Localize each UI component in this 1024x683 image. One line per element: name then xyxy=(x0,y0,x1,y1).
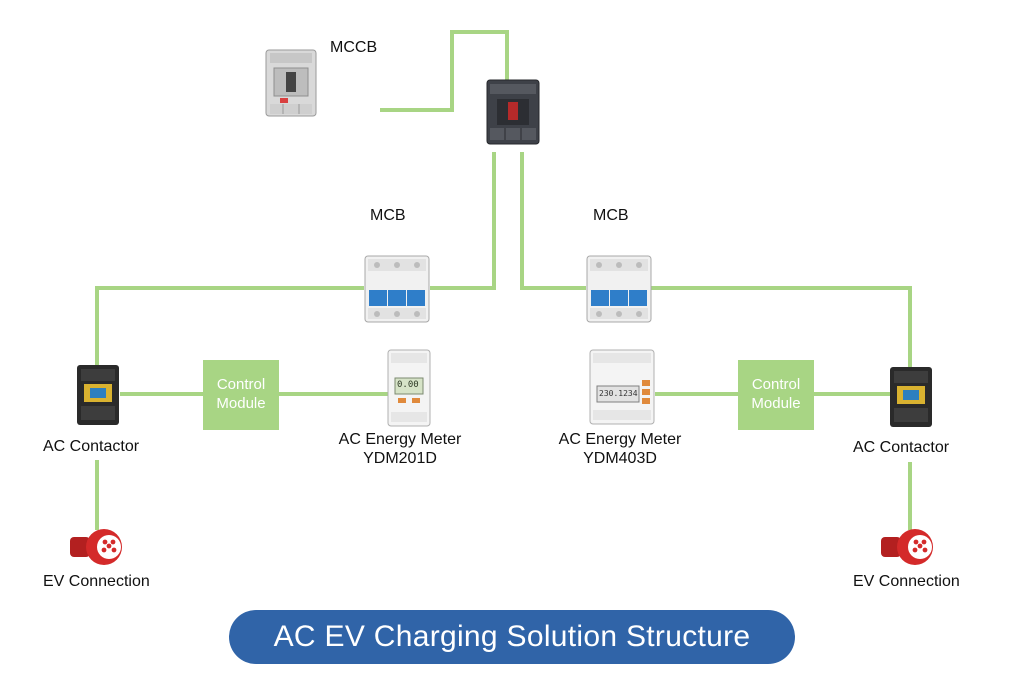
meter-right-display: 230.1234 xyxy=(599,389,638,398)
meter-left-label-line1: AC Energy Meter xyxy=(338,431,462,448)
mcb-right-device xyxy=(586,255,652,323)
ev-right-label: EV Connection xyxy=(853,573,960,590)
control-module-right-line1: Control xyxy=(751,376,801,394)
mcb-left-label: MCB xyxy=(370,207,406,224)
meter-right-model: YDM403D xyxy=(583,450,657,468)
control-module-right-line2: Module xyxy=(751,395,801,412)
meter-left-model: YDM201D xyxy=(363,450,437,468)
main-breaker-device xyxy=(486,79,540,145)
ev-left-label: EV Connection xyxy=(43,573,150,590)
control-module-right: Control Module xyxy=(738,360,814,430)
wire-left-mcb-to-contactor xyxy=(95,286,364,365)
control-module-left-line1: Control xyxy=(216,376,266,394)
energy-meter-left-device xyxy=(387,349,431,427)
mcb-left-device xyxy=(364,255,430,323)
contactor-right-label: AC Contactor xyxy=(853,439,950,456)
control-module-left: Control Module xyxy=(203,360,279,430)
ev-plug-right-device xyxy=(881,529,933,565)
meter-left-label: AC Energy Meter YDM201D xyxy=(339,430,462,468)
mccb-label: MCCB xyxy=(330,39,378,56)
wires xyxy=(95,30,912,530)
contactor-right-device xyxy=(890,367,932,427)
contactor-left-device xyxy=(77,365,119,425)
energy-meter-right-device xyxy=(589,349,655,425)
meter-right-label: AC Energy Meter YDM403D xyxy=(559,430,682,468)
ev-plug-left-device xyxy=(70,529,122,565)
wire-right-mcb-to-contactor xyxy=(648,286,912,367)
mccb-device xyxy=(265,49,317,117)
wire-mccb-to-main xyxy=(380,30,509,112)
meter-right-label-line1: AC Energy Meter xyxy=(558,431,682,448)
control-module-left-line2: Module xyxy=(216,395,266,412)
wire-main-to-left-mcb xyxy=(430,152,496,290)
mcb-right-label: MCB xyxy=(593,207,629,224)
contactor-left-label: AC Contactor xyxy=(43,438,140,455)
meter-left-display: 0.00 xyxy=(397,380,419,390)
wire-main-to-right-mcb xyxy=(520,152,586,290)
page-title: AC EV Charging Solution Structure xyxy=(273,620,751,653)
title-banner: AC EV Charging Solution Structure xyxy=(229,610,795,664)
